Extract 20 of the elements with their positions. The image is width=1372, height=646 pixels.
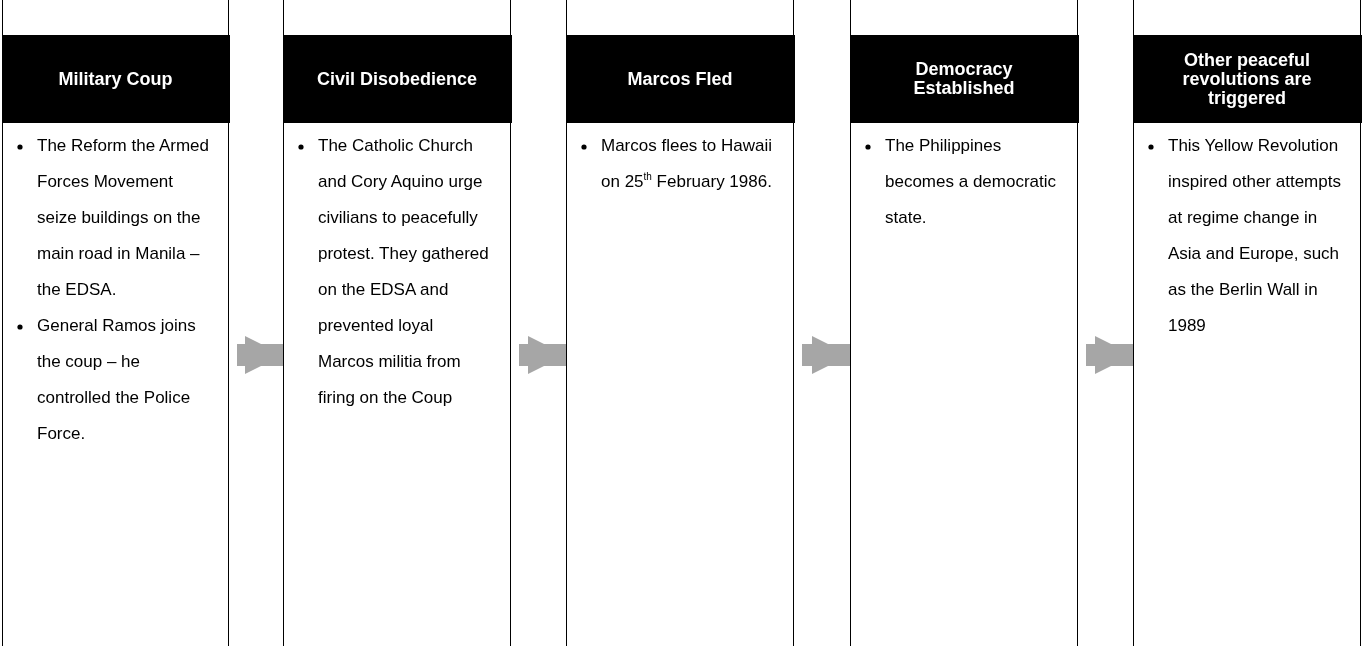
- bullet-point: General Ramos joins the coup – he controlled the Police Force.: [37, 315, 197, 445]
- arrow: [519, 335, 566, 375]
- arrow: [237, 335, 283, 375]
- column-heading: Civil Disobedience: [282, 35, 512, 123]
- column-heading: Marcos Fled: [565, 35, 795, 123]
- arrow: [802, 335, 850, 375]
- bullet-point: The Reform the Armed Forces Movement seize buildings on the main road in Manila – the EDSA.: [37, 135, 210, 301]
- bullet-point: The Philippines becomes a democratic state.: [885, 135, 1058, 229]
- column-panel: [850, 0, 1078, 646]
- bullet-point: Marcos flees to Hawaii on 25$^{th}$ February 1986.: [601, 135, 773, 193]
- column-heading: Military Coup: [1, 35, 230, 123]
- bullet-point: This Yellow Revolution inspired other attempts at regime change in Asia and Europe, such as the Berlin Wall in 1989: [1168, 135, 1342, 337]
- column-heading: Democracy Established: [849, 35, 1079, 123]
- column-heading: Other peaceful revolutions are triggered: [1132, 35, 1362, 123]
- bullet-point: The Catholic Church and Cory Aquino urge civilians to peacefully protest. They gathered on the EDSA and prevented loyal Marcos militia from firing on the Coup: [318, 135, 490, 409]
- arrow: [1086, 335, 1133, 375]
- column-panel: [283, 0, 511, 646]
- column-panel: [2, 0, 229, 646]
- column-panel: [1133, 0, 1361, 646]
- column-panel: [566, 0, 794, 646]
